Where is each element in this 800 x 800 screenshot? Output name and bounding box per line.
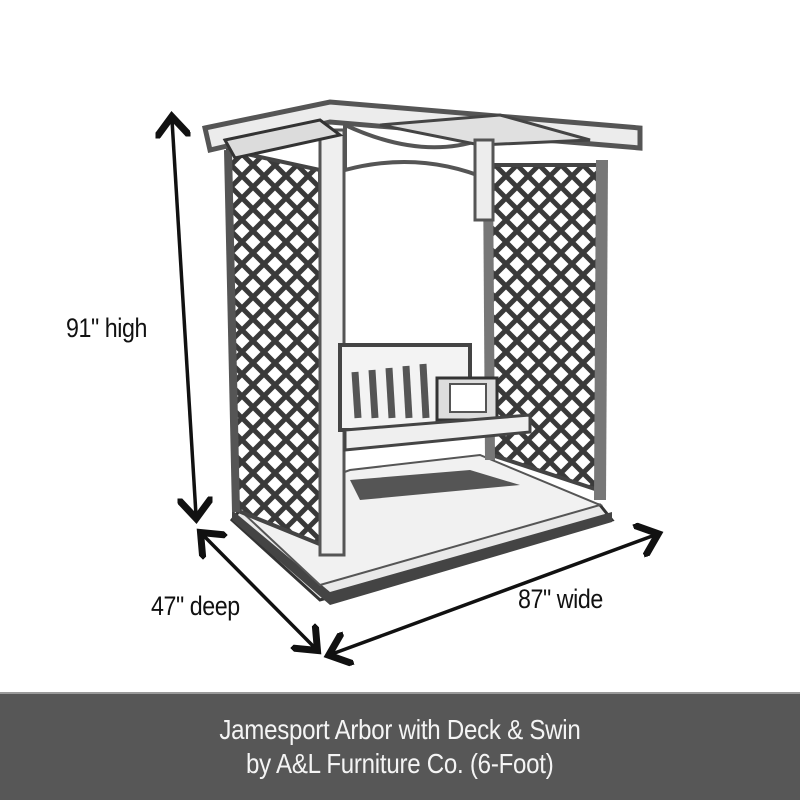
right-lattice-panel	[483, 159, 608, 501]
product-image: 91" high 47" deep 87" wide	[0, 99, 800, 692]
depth-arrow	[203, 535, 315, 648]
product-title-banner: Jamesport Arbor with Deck & Swin by A&L …	[0, 692, 800, 800]
arbor-illustration	[0, 99, 800, 692]
depth-dimension-label: 47" deep	[151, 591, 240, 621]
width-arrow	[332, 535, 655, 654]
product-manufacturer: by A&L Furniture Co. (6-Foot)	[246, 748, 554, 779]
swing	[338, 343, 532, 500]
product-title: Jamesport Arbor with Deck & Swin	[219, 714, 581, 745]
height-dimension-label: 91" high	[66, 313, 147, 343]
height-arrow	[172, 120, 196, 515]
left-lattice-panel	[224, 147, 325, 548]
width-dimension-label: 87" wide	[518, 584, 603, 614]
